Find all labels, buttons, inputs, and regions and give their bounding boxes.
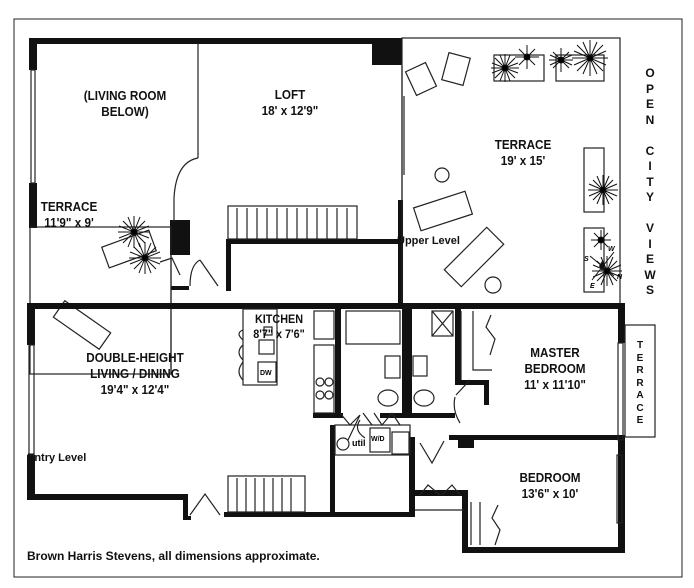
room-dims: 18' x 12'9" xyxy=(261,103,319,118)
room-name: LOFT xyxy=(274,87,306,102)
frame xyxy=(13,18,683,578)
living-dining-label: DOUBLE-HEIGHT LIVING / DINING 19'4" x 12… xyxy=(68,350,203,398)
upper-thin-lines xyxy=(29,37,621,375)
room-name: (LIVING ROOM xyxy=(83,88,167,103)
living-room-below-label: (LIVING ROOM BELOW) xyxy=(62,88,188,120)
footer-note: Brown Harris Stevens, all dimensions app… xyxy=(27,549,320,563)
util-label: util xyxy=(352,438,366,448)
room-name: MASTER xyxy=(530,345,580,360)
upper-terrace-label: TERRACE 19' x 15' xyxy=(474,137,573,169)
room-name: TERRACE xyxy=(40,199,98,214)
compass-icon xyxy=(589,251,615,281)
room-name: DOUBLE-HEIGHT xyxy=(86,350,184,365)
entry-level-walls xyxy=(27,303,625,553)
room-dims: 13'6" x 10' xyxy=(521,486,579,501)
small-terrace-label: TERRACE 11'9" x 9' xyxy=(32,199,106,231)
entry-thin-lines xyxy=(28,308,656,546)
room-dims: 11' x 11'10" xyxy=(524,377,586,392)
room-name: BEDROOM xyxy=(519,470,581,485)
room-name-2: BELOW) xyxy=(101,104,149,119)
room-name: TERRACE xyxy=(494,137,552,152)
washer-dryer-label: W/D xyxy=(371,436,385,443)
room-name-2: BEDROOM xyxy=(524,361,586,376)
room-dims: 8'7" x 7'6" xyxy=(253,327,305,341)
loft-label: LOFT 18' x 12'9" xyxy=(241,87,340,119)
entry-level-label: Entry Level xyxy=(27,452,87,464)
upper-level-walls xyxy=(29,38,403,308)
terrace-furniture xyxy=(52,51,605,351)
master-bedroom-label: MASTER BEDROOM 11' x 11'10" xyxy=(510,345,600,393)
room-dims: 19' x 15' xyxy=(500,153,546,168)
room-dims: 19'4" x 12'4" xyxy=(100,382,170,397)
room-name-2: LIVING / DINING xyxy=(90,366,180,381)
kitchen-label: KITCHEN 8'7" x 7'6" xyxy=(248,312,311,342)
dishwasher-label: DW xyxy=(260,370,272,377)
compass-letters: S W N E xyxy=(584,246,623,290)
bedroom-label: BEDROOM 13'6" x 10' xyxy=(505,470,595,502)
room-dims: 11'9" x 9' xyxy=(44,215,94,230)
upper-level-label: Upper Level xyxy=(397,235,460,247)
stair-treads xyxy=(236,208,348,239)
room-name: KITCHEN xyxy=(254,312,304,326)
